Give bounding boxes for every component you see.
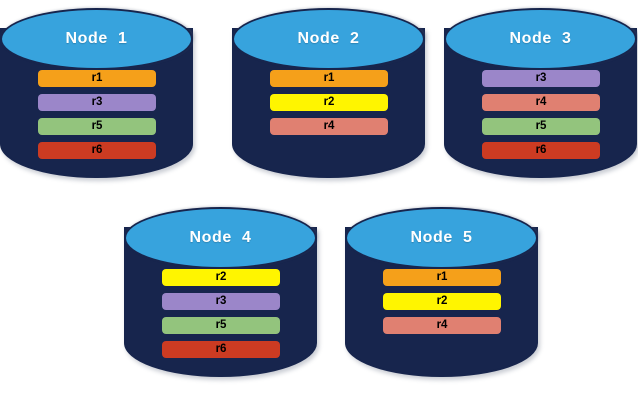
replica-bar[interactable]: r6 bbox=[162, 341, 280, 358]
cylinder-top-ellipse bbox=[232, 8, 425, 70]
replica-stack: r2 r3 r5 r6 bbox=[162, 269, 280, 365]
replica-bar[interactable]: r2 bbox=[270, 94, 388, 111]
replica-bar[interactable]: r4 bbox=[383, 317, 501, 334]
cylinder-top-ellipse bbox=[444, 8, 637, 70]
cylinder-top-ellipse bbox=[345, 207, 538, 269]
replica-bar[interactable]: r1 bbox=[383, 269, 501, 286]
replica-bar[interactable]: r5 bbox=[482, 118, 600, 135]
replica-bar[interactable]: r3 bbox=[162, 293, 280, 310]
replica-bar[interactable]: r6 bbox=[38, 142, 156, 159]
replica-bar[interactable]: r6 bbox=[482, 142, 600, 159]
replica-bar[interactable]: r4 bbox=[482, 94, 600, 111]
replica-bar[interactable]: r4 bbox=[270, 118, 388, 135]
replica-bar[interactable]: r1 bbox=[270, 70, 388, 87]
replica-stack: r1 r3 r5 r6 bbox=[38, 70, 156, 166]
replica-bar[interactable]: r1 bbox=[38, 70, 156, 87]
replica-bar[interactable]: r2 bbox=[162, 269, 280, 286]
replica-stack: r3 r4 r5 r6 bbox=[482, 70, 600, 166]
cylinder-top-ellipse bbox=[124, 207, 317, 269]
replica-bar[interactable]: r3 bbox=[482, 70, 600, 87]
cylinder-top-ellipse bbox=[0, 8, 193, 70]
replica-stack: r1 r2 r4 bbox=[383, 269, 501, 341]
replica-bar[interactable]: r2 bbox=[383, 293, 501, 310]
replica-bar[interactable]: r5 bbox=[162, 317, 280, 334]
replica-bar[interactable]: r3 bbox=[38, 94, 156, 111]
replica-bar[interactable]: r5 bbox=[38, 118, 156, 135]
replica-stack: r1 r2 r4 bbox=[270, 70, 388, 142]
